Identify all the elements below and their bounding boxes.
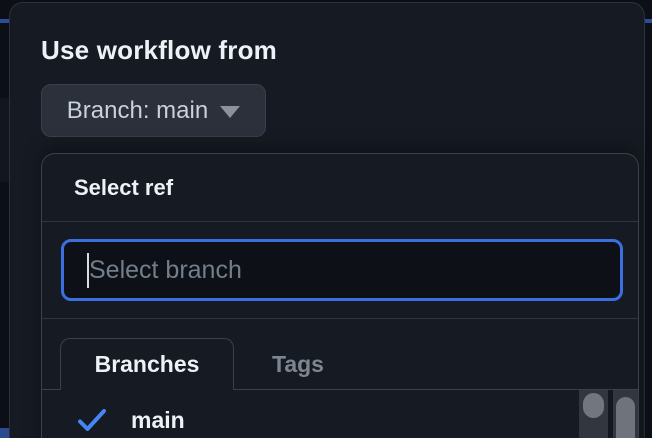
branch-list-item-main[interactable]: main [42,390,638,438]
scrollbar-divider [608,390,613,438]
branch-selector-label: Branch: main [66,96,209,124]
scrollbar-thumb-outer[interactable] [616,397,635,438]
tab-branches-label: Branches [94,351,200,377]
tab-tags-label: Tags [272,350,324,377]
background-fragment-blue [0,428,9,438]
scrollbar-track-outer[interactable] [613,390,638,438]
use-workflow-from-heading: Use workflow from [41,35,277,65]
branch-search-input[interactable] [61,239,623,301]
branch-list: main [42,390,638,438]
branch-search-section [42,222,638,319]
select-ref-title: Select ref [74,174,174,200]
background-fragment [0,98,9,182]
ref-type-tabs: Branches Tags [42,319,638,390]
branch-name: main [131,406,185,433]
select-ref-panel: Select ref Branches Tags ma [41,153,639,438]
tab-tags[interactable]: Tags [234,338,362,390]
branch-selector-button[interactable]: Branch: main [41,84,266,137]
scrollbar-thumb-inner[interactable] [583,393,604,418]
tab-branches[interactable]: Branches [60,338,234,390]
checkmark-icon [78,409,106,431]
run-workflow-dropdown: Use workflow from Branch: main Select re… [9,2,645,438]
scrollbar-track-inner[interactable] [579,390,608,438]
chevron-down-icon [220,106,241,118]
select-ref-header: Select ref [42,154,638,222]
